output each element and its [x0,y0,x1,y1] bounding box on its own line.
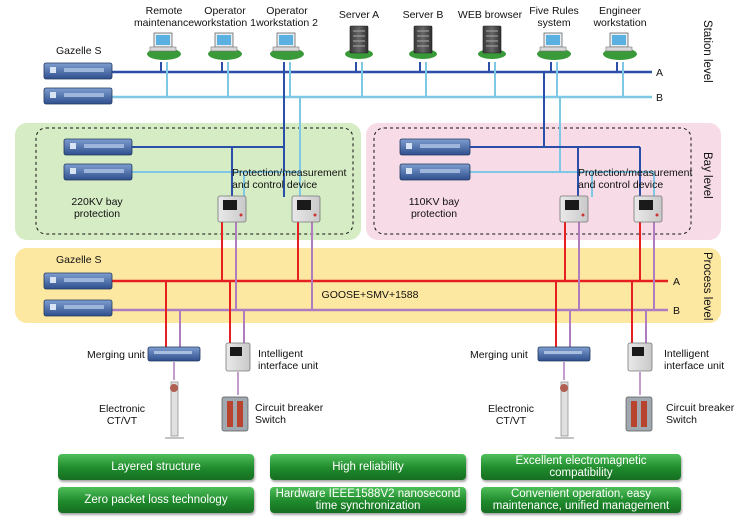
workstation-label-server-b: Server B [403,9,444,21]
bay-left-switch-a [63,138,133,156]
feature-text: Layered structure [111,461,201,473]
feature-text: Zero packet loss technology [84,494,228,506]
station-bus-a-label: A [656,67,663,79]
merging-unit-label-right: Merging unit [470,349,528,361]
process-level-zone [15,248,721,323]
ct-vt-icon [555,381,574,439]
bay-right-boundary [373,127,692,235]
process-bus-b-label: B [673,305,680,317]
computer-icon [537,32,571,60]
bay-level-label: Bay level [701,152,713,199]
computer-icon [208,32,242,60]
intelligent-interface-unit-icon [627,342,653,372]
feature-zero-packet-loss: Zero packet loss technology [58,487,254,513]
feature-high-reliability: High reliability [270,454,466,480]
station-bus-lines [112,62,655,197]
protection-device-icon [559,195,589,223]
process-switch-a [43,272,113,290]
ct-vt-icon [165,381,184,439]
workstation-label-server-a: Server A [339,9,379,21]
bay-left-boundary [35,127,354,235]
station-switch-label: Gazelle S [56,45,102,57]
feature-layered-structure: Layered structure [58,454,254,480]
bay-right-switch-a [399,138,471,156]
process-bus-lines [112,222,668,395]
bay-right-switch-b [399,163,471,181]
circuit-breaker-icon [221,396,249,432]
station-bus-b-label: B [656,92,663,104]
intelligent-interface-unit-icon [225,342,251,372]
protection-device-icon [633,195,663,223]
computer-icon [603,32,637,60]
station-level-label: Station level [701,20,713,83]
computer-icon [147,32,181,60]
workstation-icons [147,25,637,60]
circuit-breaker-icon [625,396,653,432]
bay-left-switch-b [63,163,133,181]
station-switch-a [43,62,113,80]
server-icon [345,25,373,59]
computer-icon [270,32,304,60]
server-icon [409,25,437,59]
merging-unit-label-left: Merging unit [87,349,145,361]
process-switch-b [43,299,113,317]
merging-unit-icon [537,346,591,362]
merging-unit-icon [147,346,201,362]
workstation-label-web-browser: WEB browser [458,9,523,21]
process-bus-protocol: GOOSE+SMV+1588 [322,289,419,301]
process-switch-label: Gazelle S [56,254,102,266]
server-icon [478,25,506,59]
process-bus-a-label: A [673,276,680,288]
process-level-label: Process level [701,252,713,320]
feature-text: High reliability [332,461,404,473]
protection-device-icon [291,195,321,223]
protection-device-icon [217,195,247,223]
station-switch-b [43,87,113,105]
